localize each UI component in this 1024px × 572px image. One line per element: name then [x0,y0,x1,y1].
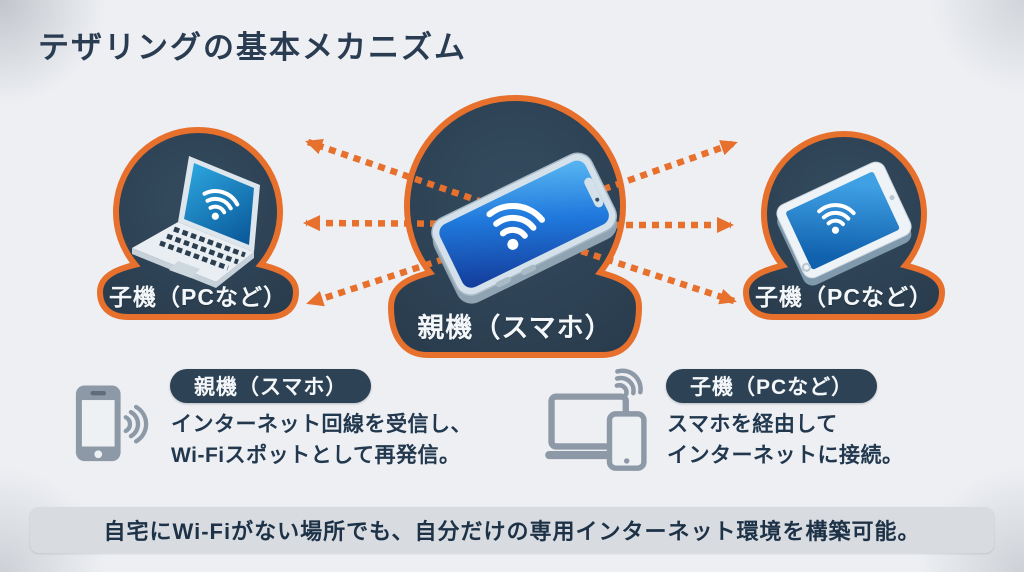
child-info-line1: スマホを経由して [667,413,838,436]
devices-signal-icon [545,368,647,471]
child-bubble-right-label: 子機（PCなど） [755,284,933,310]
child-bubble-left-label: 子機（PCなど） [109,284,287,310]
banner-text: 自宅にWi-Fiがない場所でも、自分だけの専用インターネット環境を構築可能。 [103,519,921,544]
parent-info-line1: インターネット回線を受信し、 [171,413,472,436]
child-info-line2: インターネットに接続。 [667,444,904,467]
tablet-illustration [776,161,912,286]
smartphone-illustration [431,152,618,304]
page-title: テザリングの基本メカニズム [38,30,467,65]
parent-info-line2: Wi-Fiスポットとして再発信。 [171,444,461,467]
parent-info-description: インターネット回線を受信し、 Wi-Fiスポットとして再発信。 [171,409,472,471]
child-info-badge: 子機（PCなど） [666,369,878,403]
parent-info-badge: 親機（スマホ） [170,369,372,403]
smartphone-signal-icon [75,385,149,462]
child-bubble-left [96,126,300,320]
child-info-description: スマホを経由して インターネットに接続。 [667,409,904,471]
parent-bubble-label: 親機（スマホ） [417,313,613,343]
child-bubble-right [742,131,946,320]
bottom-banner: 自宅にWi-Fiがない場所でも、自分だけの専用インターネット環境を構築可能。 [30,507,994,553]
laptop-illustration [132,156,260,288]
